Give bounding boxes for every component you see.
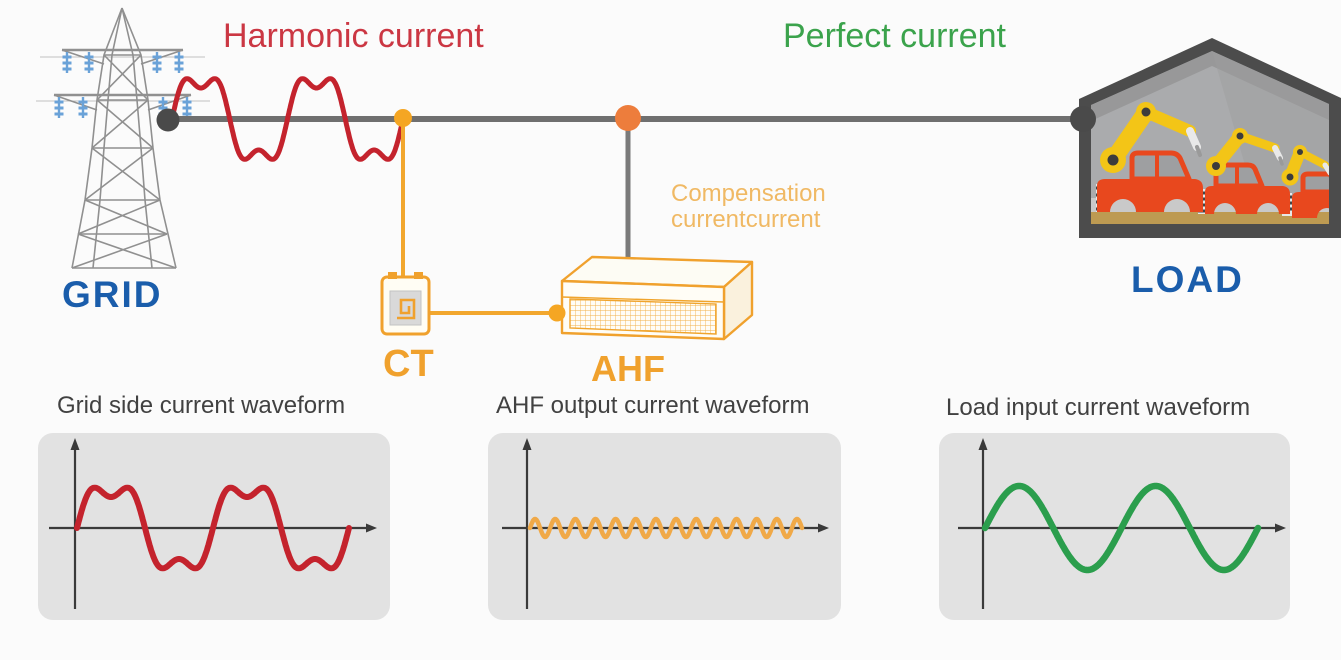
perfect-current-label: Perfect current [783, 17, 1006, 55]
ahf-input-node [548, 304, 566, 322]
ahf-waveform-panel [488, 433, 841, 620]
insulator-icons [53, 50, 193, 120]
grid-connection-node [156, 108, 180, 132]
robot-arm-icon [1281, 145, 1329, 186]
ct-tap-node [394, 109, 412, 127]
grid-panel-title: Grid side current waveform [57, 392, 346, 419]
robot-arm-icon [1100, 102, 1202, 173]
load-waveform-panel [939, 433, 1290, 620]
grid-waveform [74, 484, 352, 572]
load-label: LOAD [1131, 259, 1244, 300]
grid-waveform-panel [38, 433, 390, 620]
harmonic-current-label: Harmonic current [223, 17, 484, 55]
transmission-tower-icon [36, 7, 210, 269]
ahf-junction-node [615, 105, 641, 131]
car-icon [1097, 150, 1203, 212]
grid-label: GRID [62, 274, 163, 315]
harmonic-waveform [169, 76, 406, 162]
ct-label: CT [383, 343, 434, 385]
ahf-device-icon [560, 255, 754, 341]
load-input-waveform [981, 482, 1262, 574]
ct-device-icon [380, 272, 431, 336]
load-connection-node [1070, 106, 1096, 132]
car-icon [1292, 171, 1329, 218]
factory-icon [1070, 38, 1341, 238]
robot-arm-icon [1206, 128, 1284, 176]
ahf-panel-title: AHF output current waveform [496, 392, 810, 419]
ahf-label: AHF [591, 348, 665, 389]
load-panel-title: Load input current waveform [946, 394, 1251, 421]
compensation-line1: Compensation [671, 180, 826, 207]
compensation-line2: currentcurrent [671, 206, 821, 233]
ahf-output-waveform [527, 516, 805, 540]
